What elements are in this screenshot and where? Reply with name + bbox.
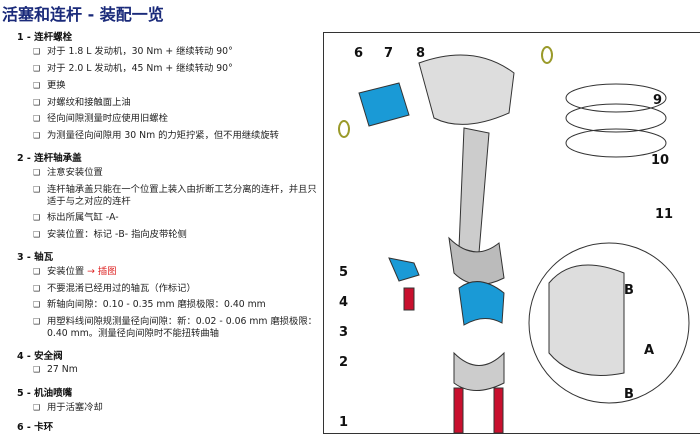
section-heading: 5 - 机油喷嘴 [17,388,73,399]
callout-b-top: B [624,283,634,298]
illustration-link[interactable]: → 插图 [87,266,117,277]
list-item: ❑用塑料线间隙规测量径向间隙：新：0.02 - 0.06 mm 磨损极限：0.4… [33,316,317,339]
callout-2: 2 [339,355,349,370]
list-item: ❑连杆轴承盖只能在一个位置上装入由折断工艺分离的连杆，并且只适于与之对应的连杆 [33,184,317,207]
section-heading: 4 - 安全阀 [17,351,63,362]
list-item: ❑注意安装位置 [33,167,103,178]
list-item: ❑安装位置 → 插图 [33,266,117,277]
list-item: ❑对于 1.8 L 发动机，30 Nm + 继续转动 90° [33,46,233,57]
callout-a: A [644,343,655,358]
list-item: ❑用于活塞冷却 [33,402,103,413]
list-item: ❑为测量径向间隙用 30 Nm 的力矩拧紧，但不用继续旋转 [33,130,279,141]
page-title: 活塞和连杆 - 装配一览 [2,5,164,24]
callout-7: 7 [384,46,394,61]
list-item: ❑标出所属气缸 -A- [33,212,119,223]
callout-1: 1 [339,415,349,430]
callout-8: 8 [416,46,426,61]
list-item: ❑径向间隙测量时应使用旧螺栓 [33,113,168,124]
callout-10: 10 [651,153,670,168]
callout-3: 3 [339,325,349,340]
callout-5: 5 [339,265,349,280]
callout-9: 9 [653,93,663,108]
assembly-diagram: 6 7 8 9 10 11 5 4 3 2 1 B A B [323,32,700,434]
section-heading: 1 - 连杆螺栓 [17,32,73,43]
list-item: ❑新轴向间隙：0.10 - 0.35 mm 磨损极限：0.40 mm [33,299,266,310]
callout-11: 11 [655,207,674,222]
callout-b-bottom: B [624,387,634,402]
list-item: ❑对于 2.0 L 发动机，45 Nm + 继续转动 90° [33,63,233,74]
callout-6: 6 [354,46,364,61]
list-item: ❑更换 [33,80,66,91]
section-heading: 2 - 连杆轴承盖 [17,153,82,164]
callout-4: 4 [339,295,349,310]
section-heading: 3 - 轴瓦 [17,252,54,263]
list-item: ❑安装位置：标记 -B- 指向皮带轮侧 [33,229,187,240]
section-heading: 6 - 卡环 [17,422,54,433]
list-item: ❑不要混淆已经用过的轴瓦（作标记） [33,283,196,294]
list-item: ❑对螺纹和接触面上油 [33,97,131,108]
piston-conrod-illustration [338,46,690,434]
list-item: ❑27 Nm [33,364,78,375]
